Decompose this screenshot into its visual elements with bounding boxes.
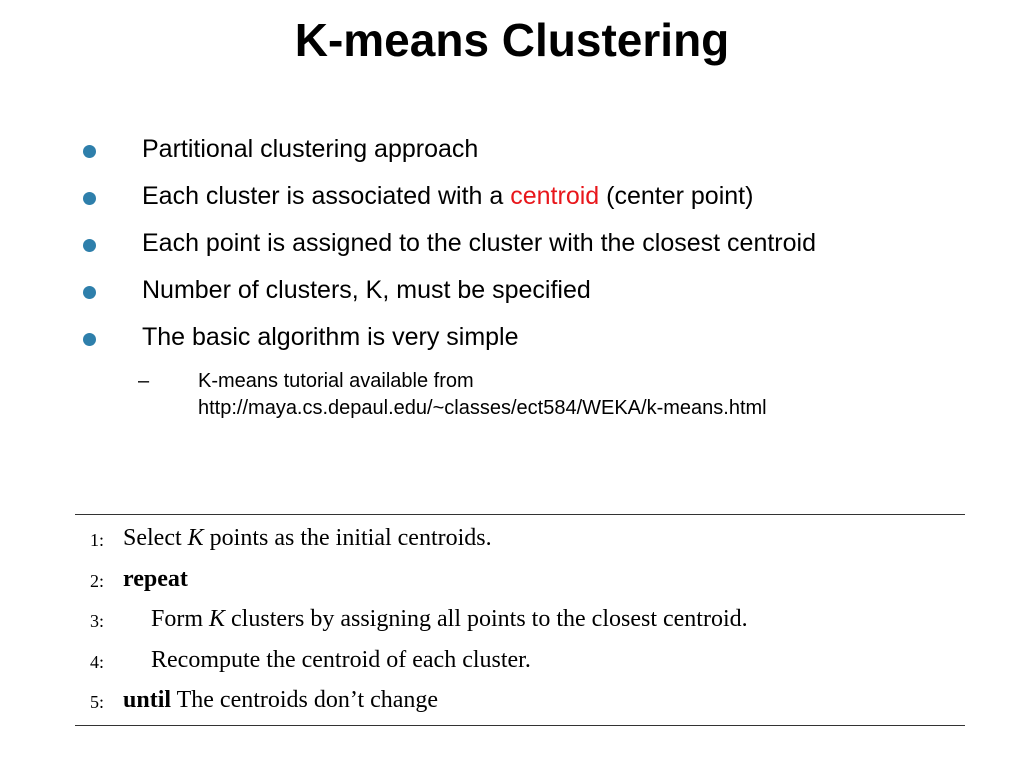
algorithm-step: repeat bbox=[123, 564, 188, 594]
tutorial-url: http://maya.cs.depaul.edu/~classes/ect58… bbox=[198, 397, 767, 419]
line-number: 3: bbox=[90, 611, 105, 631]
bullet-text: The basic algorithm is very simple bbox=[142, 323, 519, 351]
step-text: Select bbox=[123, 525, 188, 551]
keyword: repeat bbox=[123, 566, 188, 592]
algorithm-step: Select K points as the initial centroids… bbox=[123, 523, 492, 553]
bullet-text: Each point is assigned to the cluster wi… bbox=[142, 229, 816, 257]
bullet-dot-icon bbox=[83, 192, 96, 205]
bullet-item: Number of clusters, K, must be specified bbox=[0, 273, 1024, 313]
bullet-text-pre: Each cluster is associated with a bbox=[142, 182, 511, 210]
sub-bullet-text: K-means tutorial available from http://m… bbox=[198, 368, 767, 422]
bullet-text: Partitional clustering approach bbox=[142, 135, 479, 163]
algorithm-line: 1: Select K points as the initial centro… bbox=[75, 519, 965, 559]
algorithm-step: Form K clusters by assigning all points … bbox=[151, 604, 748, 634]
algorithm-step: until The centroids don’t change bbox=[123, 685, 438, 715]
algorithm-line: 3: Form K clusters by assigning all poin… bbox=[75, 600, 965, 640]
line-number: 4: bbox=[90, 652, 105, 672]
bullet-item: Each cluster is associated with a centro… bbox=[0, 179, 1024, 219]
bullet-dot-icon bbox=[83, 333, 96, 346]
bullet-text: Number of clusters, K, must be specified bbox=[142, 276, 591, 304]
step-text: points as the initial centroids. bbox=[203, 525, 492, 551]
bullet-text: Each cluster is associated with a centro… bbox=[142, 179, 753, 213]
step-text: The centroids don’t change bbox=[171, 687, 439, 713]
variable: K bbox=[187, 525, 204, 551]
bullet-item: Each point is assigned to the cluster wi… bbox=[0, 226, 1024, 266]
line-number: 2: bbox=[90, 571, 105, 591]
bullet-dot-icon bbox=[83, 286, 96, 299]
sub-bullet-dash: – bbox=[138, 370, 150, 392]
bullet-item: Partitional clustering approach bbox=[0, 132, 1024, 172]
bullet-text-post: (center point) bbox=[599, 182, 754, 210]
step-text: clusters by assigning all points to the … bbox=[225, 606, 748, 632]
slide-title: K-means Clustering bbox=[294, 14, 730, 66]
line-number: 1: bbox=[90, 530, 105, 550]
variable: K bbox=[209, 606, 226, 632]
algorithm-step: Recompute the centroid of each cluster. bbox=[151, 647, 531, 673]
bullet-list: Partitional clustering approach Each clu… bbox=[0, 132, 1024, 422]
sub-bullet-line: K-means tutorial available from bbox=[198, 370, 474, 392]
step-text: Form bbox=[151, 606, 210, 632]
algorithm-line: 5: until The centroids don’t change bbox=[75, 681, 965, 721]
keyword: until bbox=[123, 687, 172, 713]
bullet-item: The basic algorithm is very simple bbox=[0, 320, 1024, 360]
algorithm-line: 2: repeat bbox=[75, 560, 965, 600]
highlight-term: centroid bbox=[510, 182, 600, 210]
bullet-dot-icon bbox=[83, 145, 96, 158]
algorithm-box: 1: Select K points as the initial centro… bbox=[75, 514, 965, 726]
bullet-dot-icon bbox=[83, 239, 96, 252]
line-number: 5: bbox=[90, 692, 105, 712]
algorithm-line: 4: Recompute the centroid of each cluste… bbox=[75, 641, 965, 681]
